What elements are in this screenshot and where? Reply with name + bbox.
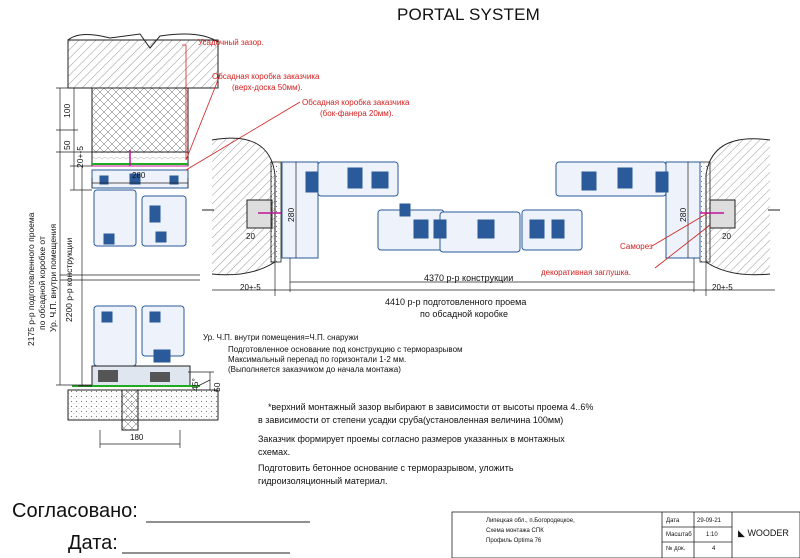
dim-180-label: 180: [130, 433, 144, 442]
drawing-title: PORTAL SYSTEM: [397, 5, 541, 24]
dim-280-top: [91, 178, 189, 188]
stamp-doc-value: 4: [712, 546, 716, 552]
dim-180: [99, 371, 214, 448]
vertical-sash-top: [93, 189, 187, 247]
callout-frame-top-2: (верх-доска 50мм).: [232, 83, 303, 92]
top-beam-section: [67, 33, 219, 167]
dim-20-right: 20: [722, 232, 731, 241]
title-block: [451, 511, 800, 558]
dim-opening-width-2: по обсадной коробке: [420, 309, 508, 319]
note-3: Заказчик формирует проемы согласно разме…: [258, 434, 565, 444]
callout-frame-side-1: Обсадная коробка заказчика: [302, 98, 410, 107]
note-2: в зависимости от степени усадки сруба(ус…: [258, 415, 564, 425]
stamp-address-2: Схема монтажа СПК: [486, 528, 544, 534]
stamp-address-3: Профиль Optima 76: [486, 538, 542, 544]
plan-dimensions: [212, 162, 775, 296]
height-break: [60, 274, 200, 281]
dim-50-bottom: 50: [212, 382, 222, 392]
base-note-3: (Выполняется заказчиком до начала монтаж…: [228, 365, 401, 374]
stamp-scale-label: Масштаб: [666, 532, 692, 538]
vertical-sash-bottom: [93, 305, 185, 367]
callout-screw: Саморез: [620, 242, 653, 251]
stamp-scale-value: 1:10: [706, 532, 718, 538]
base-note-2: Максимальный перепад по горизонтали 1-2 …: [228, 355, 407, 364]
dim-280-left-label: 280: [286, 207, 296, 222]
note-6: гидроизоляционный материал.: [258, 476, 388, 486]
dim-structure-width: 4370 р-р конструкции: [424, 273, 514, 283]
callout-shrink-gap: Усадочный зазор.: [198, 38, 264, 47]
vertical-dimensions: [56, 87, 92, 387]
top-frame-profile: [91, 169, 189, 189]
callout-leaders-plan: [651, 212, 711, 269]
dim-50: 50: [62, 140, 72, 150]
dim-opening-height-2: по обсадной коробке от: [37, 236, 47, 330]
threshold-base: [67, 365, 219, 431]
dim-structure-height: 2200 р-р конструкции: [64, 237, 74, 322]
stamp-date-label: Дата: [666, 518, 680, 524]
dim-20-left: 20: [246, 232, 255, 241]
base-note-level: Ур. Ч.П. внутри помещения=Ч.П. снаружи: [203, 333, 359, 342]
callout-plug: декоративная заглушка.: [541, 268, 631, 277]
right-wall: [699, 138, 780, 276]
stamp-doc-label: № док.: [666, 546, 686, 552]
dim-opening-height-1: 2175 р-р подготовленного проема: [26, 212, 36, 346]
date-label: Дата:: [68, 532, 118, 554]
callout-frame-top-1: Обсадная коробка заказчика: [212, 72, 320, 81]
dim-100: 100: [62, 103, 72, 118]
brand-name: WOODER: [747, 528, 789, 538]
base-note-1: Подготовленное основание под конструкцию…: [228, 345, 463, 354]
callout-frame-side-2: (бок-фанера 20мм).: [320, 109, 394, 118]
dim-20-5-right: 20+-5: [712, 283, 733, 292]
plan-profiles: [281, 161, 701, 259]
brand-mark-icon: ◣: [738, 528, 745, 538]
dim-20-5-left: 20+-5: [240, 283, 261, 292]
signature-lines: [122, 521, 310, 554]
stamp-date-value: 29-09-21: [697, 518, 722, 524]
dim-280-right-label: 280: [678, 207, 688, 222]
dim-20-5: 20+-5: [75, 146, 85, 168]
note-5: Подготовить бетонное основание с термора…: [258, 463, 514, 473]
dim-opening-height-3: Ур. Ч.П. внутри помещения: [48, 223, 58, 332]
callout-leaders-left: [182, 44, 301, 171]
dim-280-top-label: 280: [132, 171, 146, 180]
brand-logo: ◣ WOODER: [738, 528, 789, 539]
dim-45: 45°: [190, 378, 200, 391]
stamp-address-1: Липецкая обл., п.Богородецкое,: [486, 518, 575, 524]
approved-label: Согласовано:: [12, 500, 138, 522]
note-1: *верхний монтажный зазор выбирают в зави…: [268, 402, 594, 412]
left-wall: [202, 137, 282, 276]
note-4: схемах.: [258, 447, 291, 457]
dim-opening-width-1: 4410 р-р подготовленного проема: [385, 297, 527, 307]
